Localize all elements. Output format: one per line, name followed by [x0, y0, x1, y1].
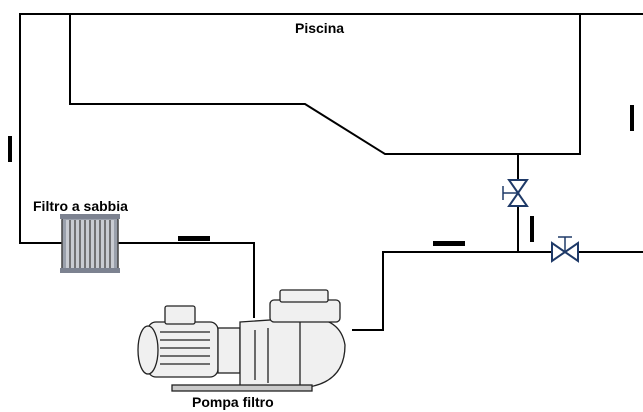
sand-filter-icon — [60, 214, 120, 273]
pump-label: Pompa filtro — [192, 394, 274, 410]
filter-pump-icon — [137, 289, 346, 392]
suction-pipe — [352, 251, 643, 331]
flow-arrow-left-filter-icon — [178, 236, 210, 241]
suction-valve-icon[interactable] — [551, 236, 579, 263]
sand-filter-label: Filtro a sabbia — [33, 198, 128, 214]
flow-arrow-down-right-icon — [630, 105, 634, 131]
return-pipe-left — [19, 13, 70, 244]
filter-to-pump-pipe — [118, 242, 255, 318]
flow-arrow-left-suction-icon — [433, 241, 465, 246]
flow-arrow-down-drain-icon — [530, 216, 534, 242]
pool-label: Piscina — [295, 20, 345, 36]
flow-arrow-up-icon — [8, 136, 12, 162]
drain-valve-icon[interactable] — [502, 179, 529, 207]
